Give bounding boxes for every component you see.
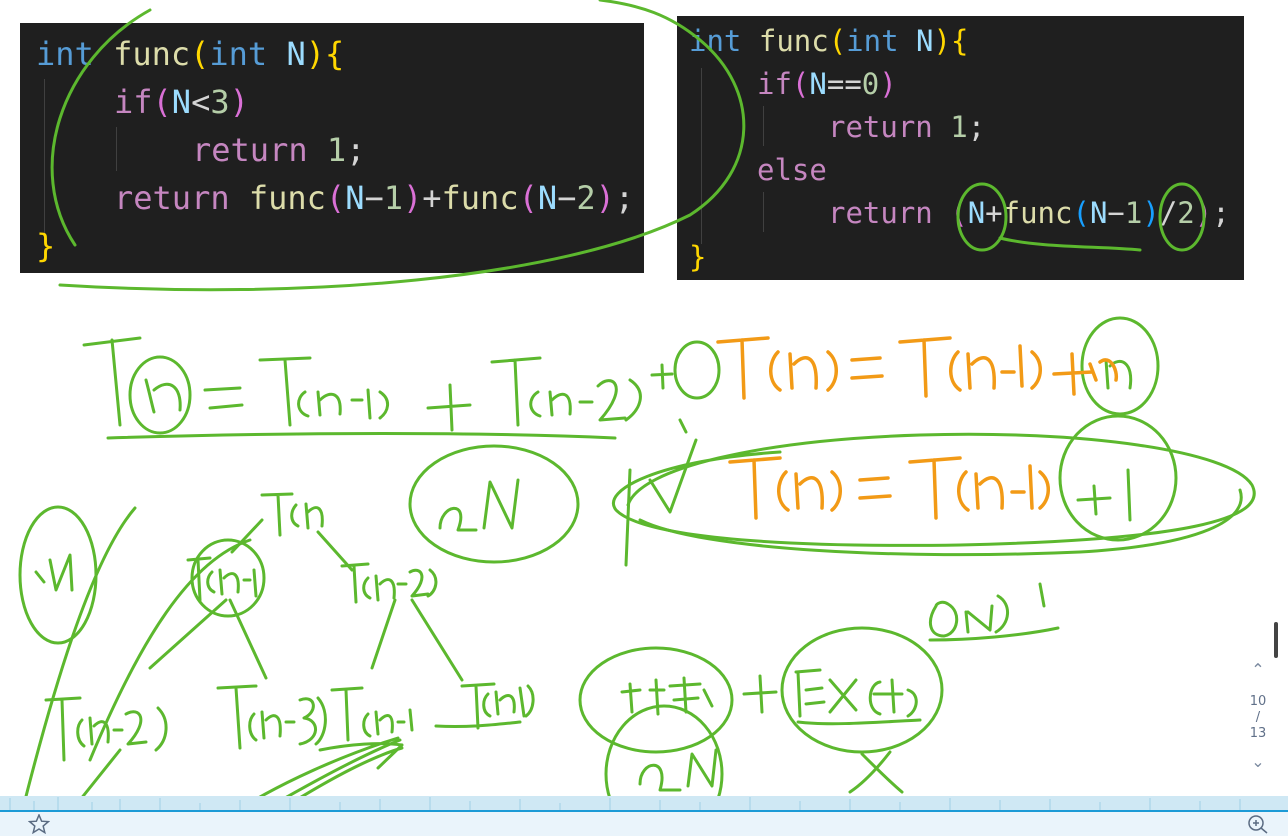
page-current: 10: [1249, 694, 1267, 709]
page-separator: /: [1255, 710, 1261, 725]
code-line-6: }: [689, 240, 707, 274]
star-icon[interactable]: [28, 814, 50, 834]
zoom-in-icon[interactable]: [1247, 814, 1269, 834]
page-total: 13: [1249, 726, 1267, 741]
bottom-toolbar: [0, 812, 1288, 836]
code-block-left: int func(int N){ if(N<3) return 1; retur…: [20, 23, 644, 273]
chevron-up-icon[interactable]: ⌃: [1251, 660, 1265, 679]
indent-guide: [116, 127, 117, 171]
code-block-right: int func(int N){ if(N==0) return 1; else…: [677, 16, 1244, 280]
code-line-4: return func(N−1)+func(N−2);: [114, 179, 635, 217]
code-line-2: if(N==0): [757, 67, 897, 101]
chevron-down-icon[interactable]: ⌄: [1251, 752, 1265, 771]
code-line-4: else: [757, 153, 827, 187]
indent-guide: [44, 79, 45, 239]
code-line-5: return (N+func(N−1)/2);: [828, 196, 1230, 230]
code-line-3: return 1;: [192, 131, 366, 169]
code-line-2: if(N<3): [114, 83, 249, 121]
indent-guide: [763, 192, 764, 232]
code-line-3: return 1;: [828, 110, 986, 144]
indent-guide: [763, 106, 764, 146]
code-line-5: }: [36, 227, 56, 265]
code-line-1: int func(int N){: [36, 35, 345, 73]
page-indicator: 10 / 13: [1244, 694, 1272, 742]
indent-guide: [701, 68, 702, 244]
code-line-1: int func(int N){: [689, 24, 969, 58]
scrollbar-thumb[interactable]: [1274, 622, 1278, 658]
